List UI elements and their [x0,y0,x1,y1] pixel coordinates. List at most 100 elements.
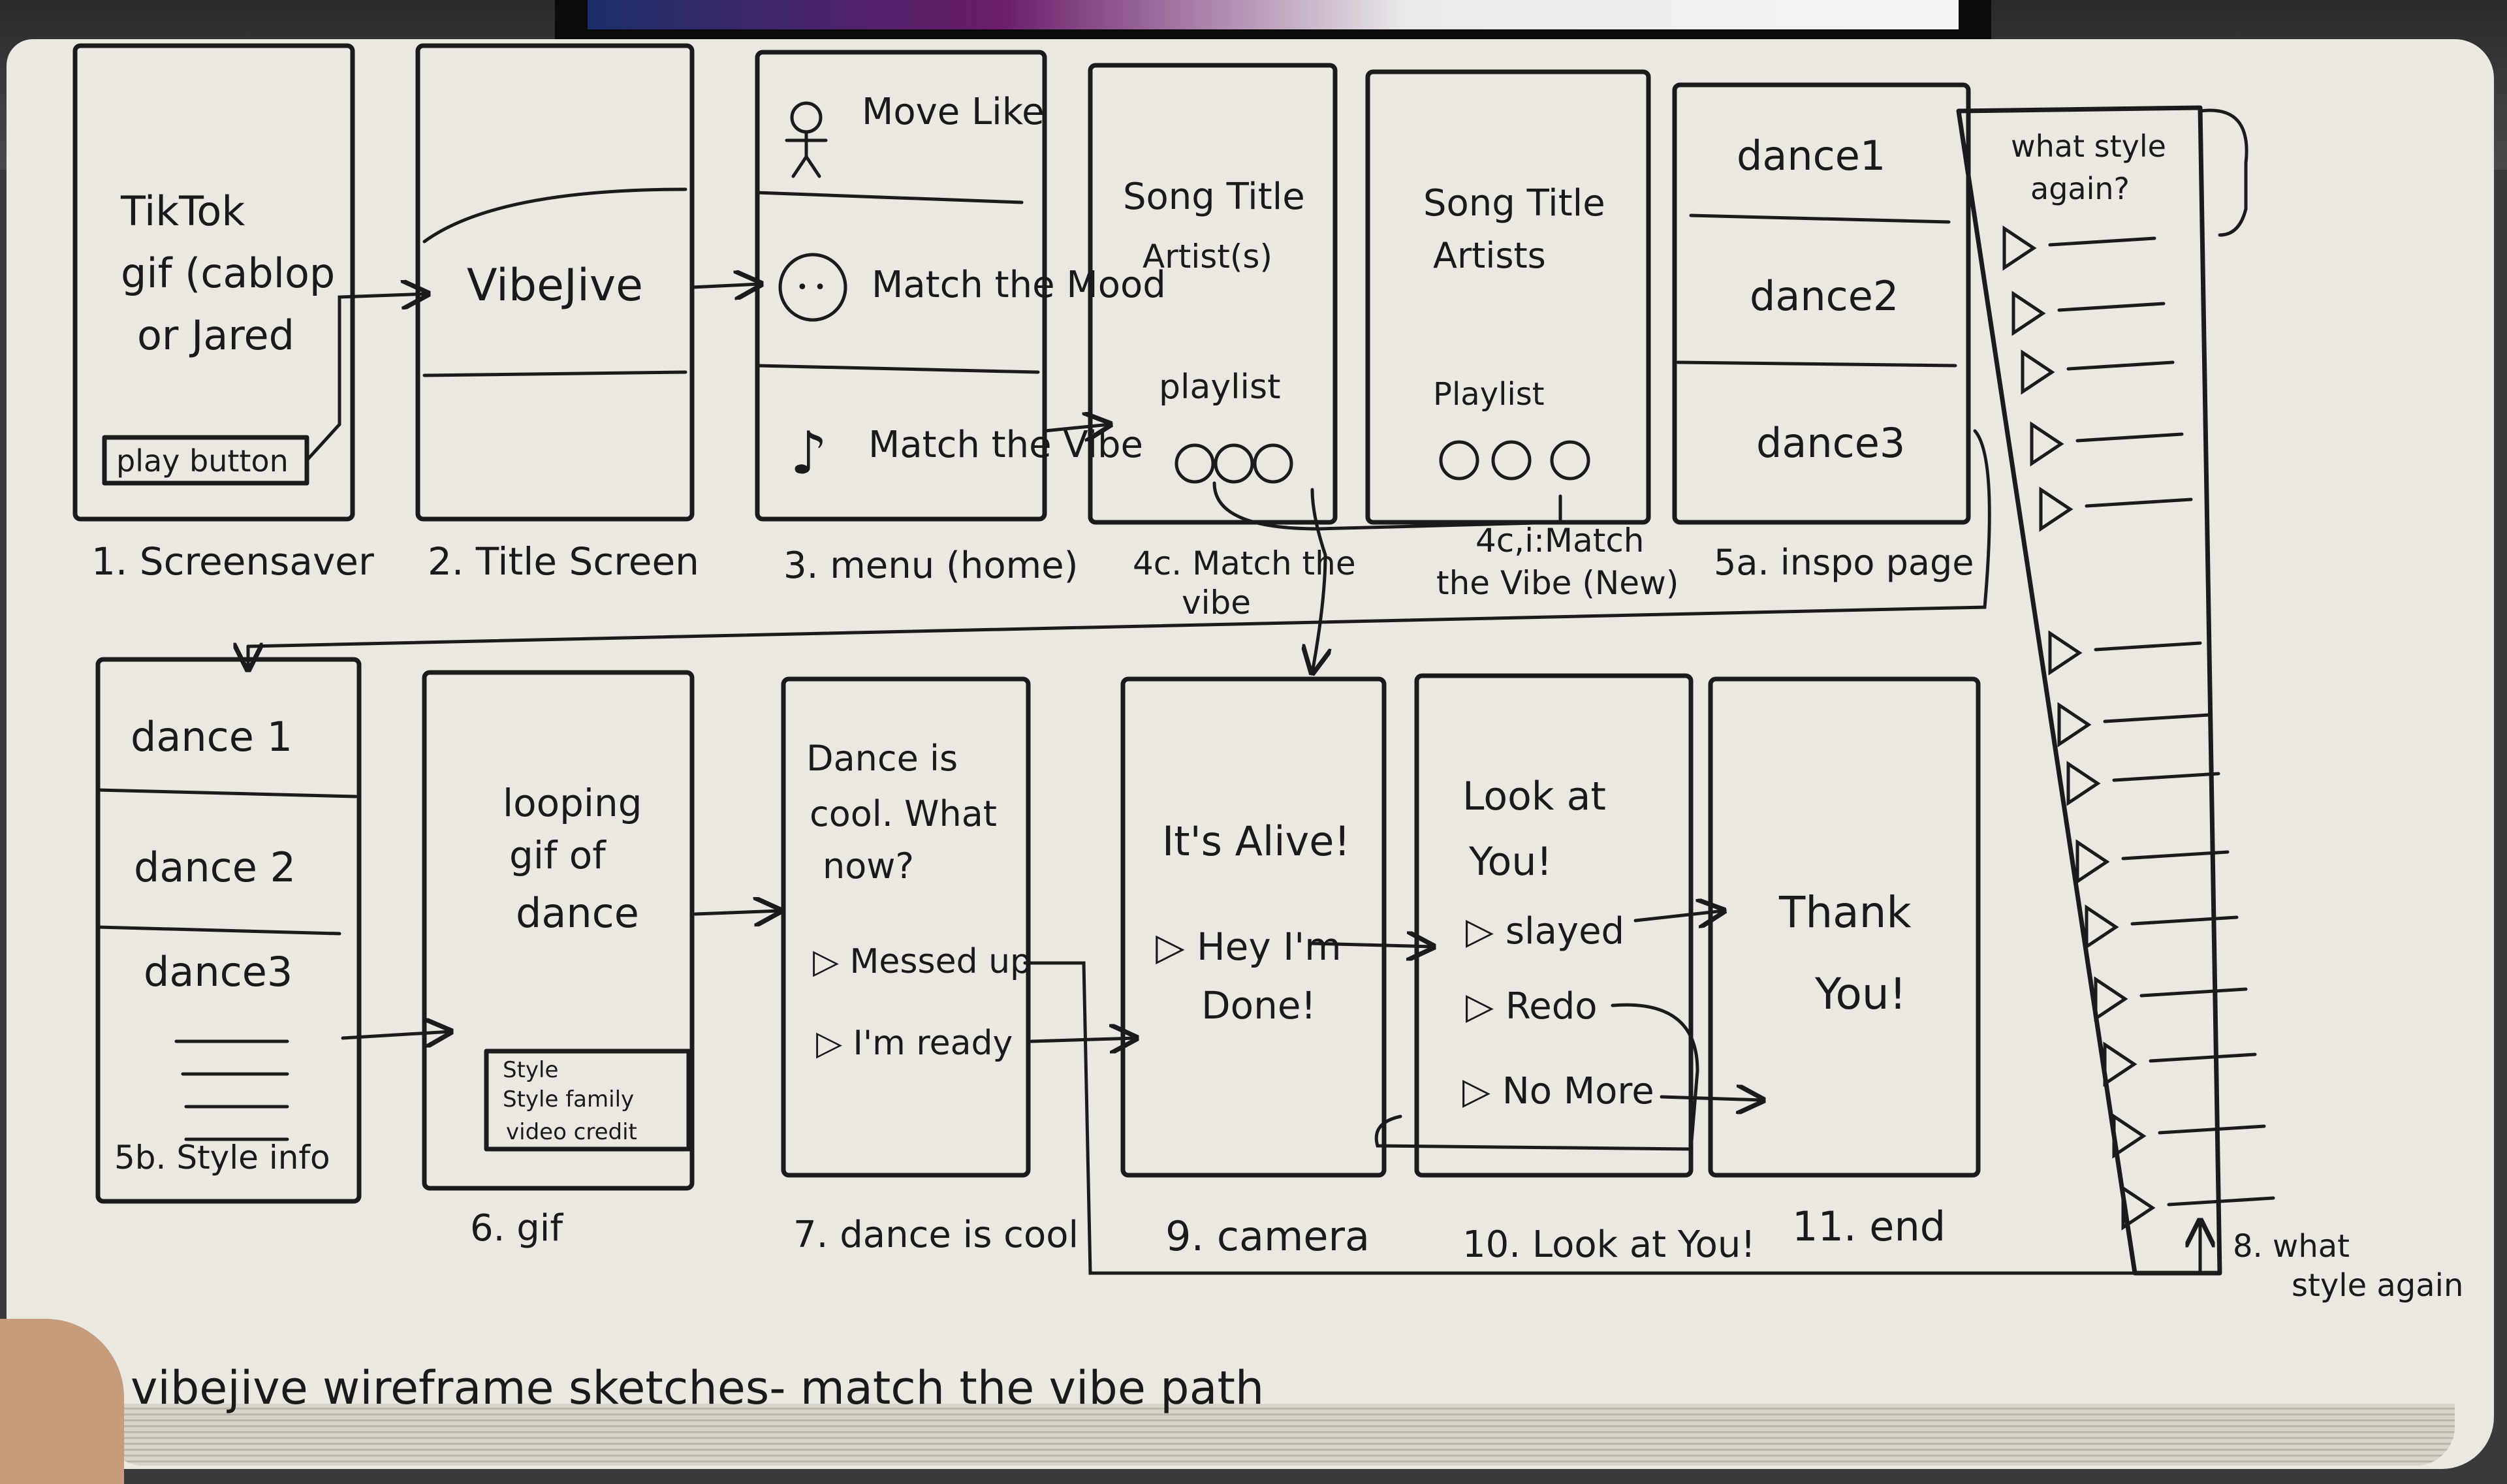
screen-4ci-label-1: 4c,i:Match [1475,522,1645,560]
style-row-line [2085,497,2193,508]
screen-7-option-1: ▷ Messed up [813,942,1032,981]
style-row-line [2048,236,2156,247]
style-rows [2002,225,2275,1231]
screen-2-title: VibeJive 2. Title Screen [415,43,699,584]
screen-8-title-2: again? [2030,171,2130,206]
screen-8-what-style-again: what style again? 8. what style again [1956,105,2463,1304]
play-button-label: play button [116,443,289,479]
screen-2-label: 2. Title Screen [428,539,699,584]
style-play-icon [2039,486,2073,532]
style-row-line [2149,1052,2257,1063]
page-edges [104,1404,2455,1466]
monitor-screen [588,0,1959,29]
screen-6-text-2: gif of [509,833,607,877]
inspo-item-3: dance3 [1756,419,1905,467]
screen-8-title-1: what style [2011,129,2166,164]
style-play-icon [2011,291,2046,336]
screen-11-label: 11. end [1792,1203,1946,1250]
screen-9-option-1: ▷ Hey I'm [1156,924,1342,969]
screen-1-screensaver: TikTok gif (cablop or Jared play button … [72,43,374,584]
screen-5a-inspo-page: dance1 dance2 dance3 5a. inspo page [1672,82,1974,583]
style-play-icon [2057,702,2092,748]
style-row-line [2066,360,2175,371]
style-info-item-2: dance 2 [134,844,296,891]
svg-text:• •: • • [796,276,826,299]
menu-item-3: Match the Vibe [868,424,1143,466]
credit-line-3: video credit [506,1119,637,1145]
screen-6-text-1: looping [503,781,642,825]
style-play-icon [2021,349,2055,395]
screen-7-option-2: ▷ I'm ready [816,1024,1013,1063]
screen-1-text-1: TikTok [120,187,245,235]
screen-10-option-1: ▷ slayed [1466,910,1624,953]
style-play-icon [2002,225,2037,271]
menu-item-2: Match the Mood [872,264,1166,306]
screen-8-label-2: style again [2292,1267,2463,1304]
screen-1-text-3: or Jared [137,311,294,359]
screen-4ci-title: Song Title [1423,182,1605,225]
style-row-line [2112,772,2220,782]
flow-arrows [248,108,2248,1275]
style-row-line [2103,713,2211,723]
screen-1-label: 1. Screensaver [91,539,374,584]
style-row-line [2121,850,2230,860]
screen-7-text-3: now? [823,845,914,887]
screen-3-label: 3. menu (home) [783,545,1078,587]
caption: vibejive wireframe sketches- match the v… [131,1361,1264,1415]
screen-4c-match-the-vibe: Song Title Artist(s) playlist 4c. Match … [1088,63,1356,622]
screen-4c-title: Song Title [1123,176,1305,218]
screen-10-text-2: You! [1468,839,1552,885]
screen-11-end: Thank You! 11. end [1708,676,1981,1250]
screen-4ci-playlist: Playlist [1433,376,1545,413]
screen-10-label: 10. Look at You! [1462,1224,1756,1266]
screen-10-look-at-you: Look at You! ▷ slayed ▷ Redo ▷ No More 1… [1414,673,1756,1266]
thumb [0,1319,124,1484]
style-row-line [2158,1124,2266,1135]
style-row-line [2167,1196,2275,1207]
screen-7-text-1: Dance is [806,738,958,779]
screen-6-gif: looping gif of dance Style Style family … [422,670,695,1250]
screen-9-option-2: Done! [1201,983,1316,1028]
screen-9-label: 9. camera [1165,1212,1370,1260]
style-play-icon [2048,630,2083,676]
screen-9-camera: It's Alive! ▷ Hey I'm Done! 9. camera [1120,676,1387,1260]
style-play-icon [2030,421,2064,467]
screen-6-label: 6. gif [470,1207,563,1250]
screen-4ci-label-2: the Vibe (New) [1436,564,1679,602]
screen-4c-subtitle: Artist(s) [1143,238,1272,276]
screen-11-text-1: Thank [1778,887,1912,938]
screen-1-text-2: gif (cablop [121,249,335,297]
screen-4c-label-2: vibe [1182,584,1251,622]
screen-6-text-3: dance [516,889,639,937]
screen-10-text-1: Look at [1462,774,1606,819]
svg-text:♪: ♪ [790,419,827,488]
screen-7-label: 7. dance is cool [793,1214,1079,1256]
screen-3-menu: Move Like • • Match the Mood ♪ Match the… [755,50,1166,587]
credit-line-1: Style [503,1057,558,1083]
style-play-icon [2103,1041,2137,1087]
screen-11-text-2: You! [1814,969,1906,1019]
notebook-page [7,39,2494,1469]
inspo-item-2: dance2 [1750,272,1899,320]
style-play-icon [2075,839,2110,885]
style-info-item-1: dance 1 [131,713,292,761]
screen-5a-label: 5a. inspo page [1714,542,1974,583]
screen-9-title: It's Alive! [1162,817,1350,865]
screen-2-title-text: VibeJive [467,260,643,311]
menu-item-1: Move Like [862,91,1045,133]
screen-10-option-2: ▷ Redo [1466,985,1598,1028]
screen-5b-style-info: dance 1 dance 2 dance3 5b. Style info [95,657,362,1204]
screen-10-option-3: ▷ No More [1462,1070,1654,1113]
style-row-line [2094,641,2202,652]
style-play-icon [2066,761,2101,806]
screen-8-label-1: 8. what [2233,1228,2350,1265]
style-play-icon [2121,1185,2156,1231]
screen-4ci-subtitle: Artists [1433,235,1546,276]
screen-4c-label-1: 4c. Match the [1133,545,1356,582]
style-play-icon [2094,976,2128,1022]
style-play-icon [2085,904,2119,950]
screen-4c-playlist: playlist [1159,368,1280,407]
screen-5b-label: 5b. Style info [114,1139,330,1176]
style-row-line [2075,432,2184,443]
